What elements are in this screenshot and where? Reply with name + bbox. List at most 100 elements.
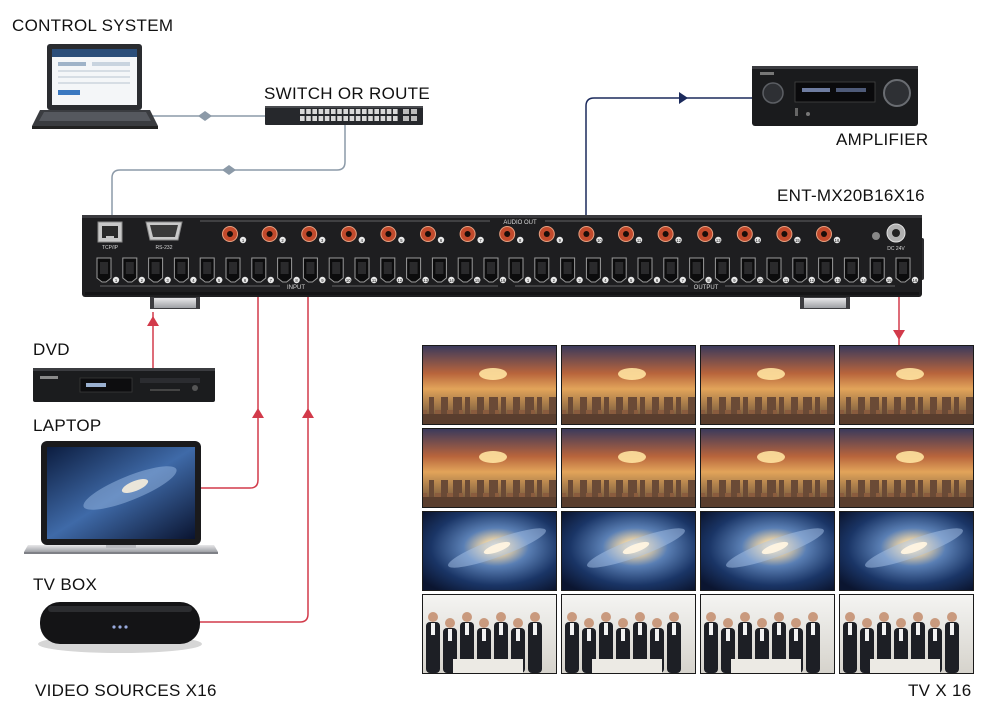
switch-or-route-label: SWITCH OR ROUTE [264, 84, 430, 103]
audio-out-jack-center [266, 231, 273, 237]
output-hdmi-port-pins [795, 262, 804, 274]
audio-port-number: 8 [519, 238, 522, 243]
switch-port [300, 116, 305, 121]
input-hdmi-port-pins [280, 262, 289, 274]
output-port-number: 6 [656, 278, 659, 283]
input-port-number-badge [138, 276, 145, 284]
input-port-number: 12 [397, 278, 402, 283]
dvd-player-icon [33, 368, 215, 402]
output-hdmi-port-pins [615, 262, 624, 274]
rs232-label: RS-232 [156, 245, 173, 251]
input-hdmi-port-pins [151, 262, 160, 274]
audio-port-number: 3 [321, 238, 324, 243]
output-port-number-badge [731, 276, 738, 284]
input-port-number-badge [267, 276, 274, 284]
output-port-number-badge [757, 276, 764, 284]
input-port-number-badge [370, 276, 378, 284]
input-label: INPUT [287, 285, 305, 291]
switch-uplink-port [403, 109, 409, 114]
switch-port [318, 116, 324, 121]
input-port-number-badge [345, 276, 352, 284]
switch-uplink-port [411, 109, 417, 114]
audio-port-number-badge [437, 236, 445, 244]
control-system-label: CONTROL SYSTEM [12, 16, 174, 35]
switch-port [343, 116, 348, 121]
switch-uplink-port [411, 116, 417, 121]
input-port-number-badge [112, 276, 120, 284]
switch-port [380, 109, 386, 114]
input-port-number-badge [190, 276, 197, 284]
input-hdmi-port-pins [229, 262, 237, 274]
tv-screen-city [561, 345, 696, 425]
switch-port [312, 109, 317, 114]
input-port-number-badge [164, 276, 171, 284]
tv-box-label: TV BOX [33, 575, 98, 594]
switch-port [368, 116, 373, 121]
input-port-number: 4 [192, 278, 195, 283]
input-port-number: 1 [115, 278, 118, 283]
input-port-number: 10 [346, 278, 351, 283]
tv-screen-city [422, 428, 557, 508]
laptop-label: LAPTOP [33, 416, 102, 435]
input-port-number: 8 [295, 278, 298, 283]
input-port-number: 11 [372, 278, 377, 283]
output-port-number: 1 [527, 278, 530, 283]
switch-port [318, 109, 324, 114]
audio-port-number-badge [398, 236, 405, 244]
output-port-number: 14 [861, 278, 866, 283]
hdmi-wire-dvd [147, 312, 159, 368]
input-port-number-badge [216, 276, 223, 284]
audio-port-number-badge [556, 236, 563, 244]
tv-screen-galaxy [422, 511, 557, 591]
switch-port [306, 109, 311, 114]
input-port-number: 3 [166, 278, 169, 283]
audio-out-jack-center [227, 231, 233, 237]
switch-port [355, 109, 361, 114]
output-hdmi-port-pins [641, 262, 649, 274]
hdmi-wire-tvbox [200, 283, 314, 623]
input-port-number-badge [448, 276, 455, 284]
tv-screen-city [700, 428, 835, 508]
tv-screen-city [839, 428, 974, 508]
tv-screen-meeting [422, 594, 557, 674]
output-port-number: 12 [809, 278, 814, 283]
input-port-number-badge [422, 276, 429, 284]
tv-wall [422, 345, 974, 674]
input-hdmi-port-pins [332, 262, 341, 274]
input-port-number: 2 [141, 278, 144, 283]
output-port-number: 7 [682, 278, 685, 283]
audio-port-number-badge [635, 236, 643, 244]
audio-port-number: 5 [400, 238, 403, 243]
input-port-number: 15 [475, 278, 480, 283]
dc-label: DC 24V [887, 246, 905, 252]
switch-port [393, 116, 398, 121]
amplifier-label: AMPLIFIER [836, 130, 929, 149]
switch-port [324, 116, 330, 121]
input-hdmi-port-pins [409, 262, 418, 274]
audio-port-number: 6 [440, 238, 443, 243]
output-port-number-badge [679, 276, 686, 284]
output-hdmi-port-pins [718, 262, 727, 274]
audio-out-jack-center [623, 231, 629, 237]
switch-port [349, 116, 355, 121]
audio-out-jack-center [464, 231, 471, 237]
tv-screen-city [700, 345, 835, 425]
tv-screen-galaxy [839, 511, 974, 591]
switch-port [380, 116, 386, 121]
audio-out-jack-center [504, 231, 511, 237]
audio-port-number: 13 [716, 238, 721, 243]
amplifier-icon [752, 66, 918, 126]
source-laptop-icon [24, 441, 218, 554]
tv-screen-meeting [839, 594, 974, 674]
audio-port-number: 11 [637, 238, 642, 243]
audio-out-jack-center [583, 231, 590, 237]
audio-port-number-badge [833, 236, 841, 244]
audio-port-number-badge [794, 236, 801, 244]
output-hdmi-port-pins [692, 262, 701, 274]
output-port-number-badge [550, 276, 557, 284]
tv-screen-meeting [561, 594, 696, 674]
input-hdmi-port-pins [358, 262, 366, 274]
audio-port-number: 16 [835, 238, 840, 243]
